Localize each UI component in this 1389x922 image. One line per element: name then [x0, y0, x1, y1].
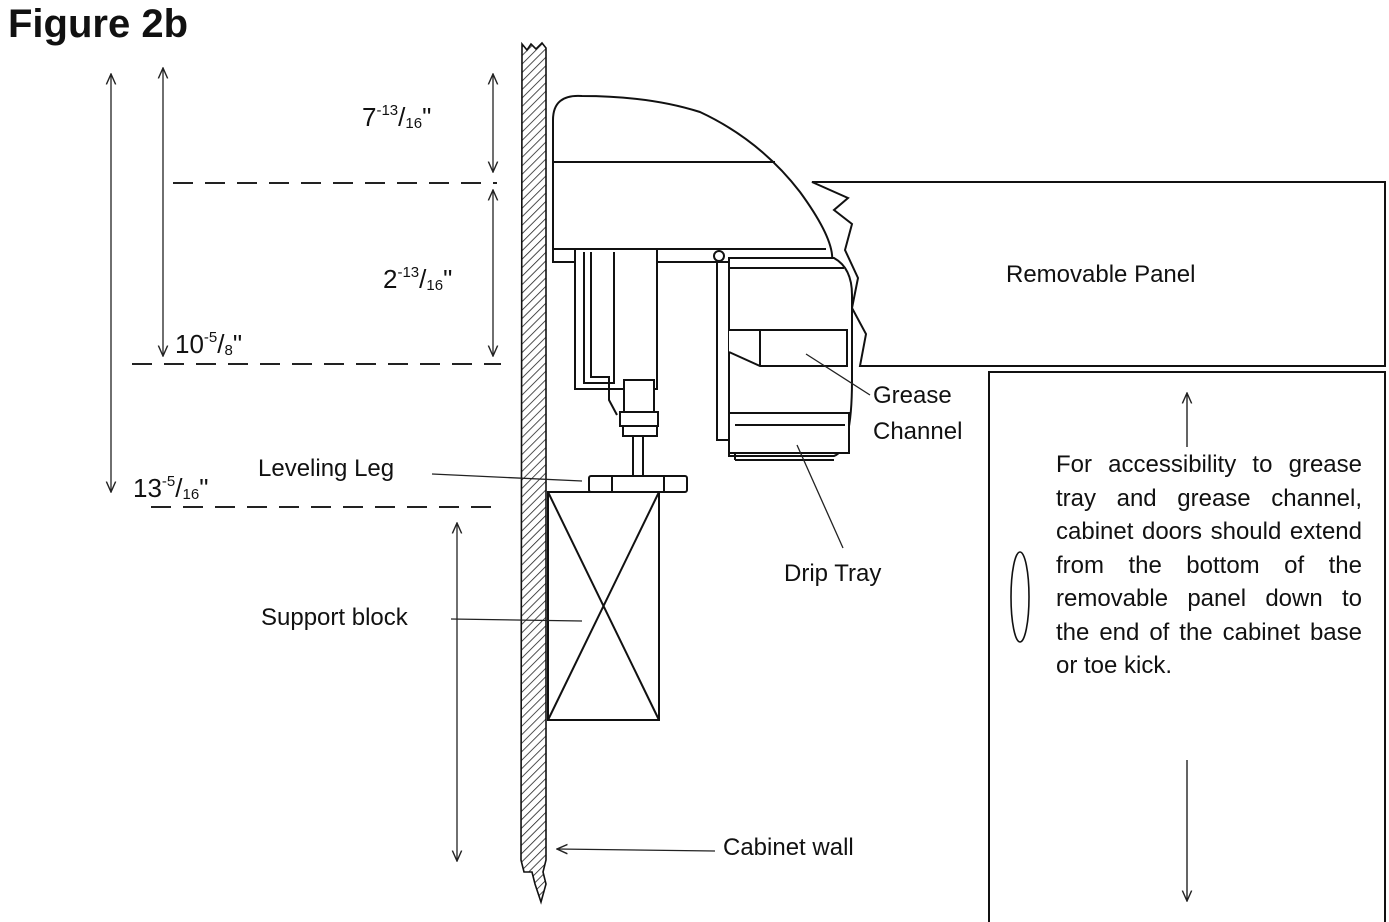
removable-panel — [811, 181, 1386, 367]
dimension-label-7-13-16: 7-13/16" — [362, 102, 432, 132]
leader-lines — [431, 353, 871, 851]
support-block-label: Support block — [261, 604, 408, 631]
channel-label: Channel — [873, 418, 963, 445]
dimension-label-2-13-16: 2-13/16" — [383, 264, 453, 294]
grease-label: Grease — [873, 382, 952, 409]
dimension-lines — [111, 68, 501, 861]
removable-panel-label: Removable Panel — [1006, 261, 1196, 288]
accessibility-note: For accessibility to grease tray and gre… — [1056, 451, 1362, 679]
dimension-label-10-5-8: 10-5/8" — [175, 329, 243, 359]
drip-tray-label: Drip Tray — [784, 560, 882, 587]
cabinet-door — [988, 371, 1386, 922]
cabinet-wall — [520, 41, 547, 905]
figure-title: Figure 2b — [8, 2, 189, 46]
leveling-leg-label: Leveling Leg — [258, 455, 395, 482]
griddle-unit — [552, 94, 853, 493]
dimension-label-13-5-16: 13-5/16" — [133, 473, 209, 503]
cabinet-wall-label: Cabinet wall — [723, 834, 854, 861]
support-block — [547, 491, 660, 721]
